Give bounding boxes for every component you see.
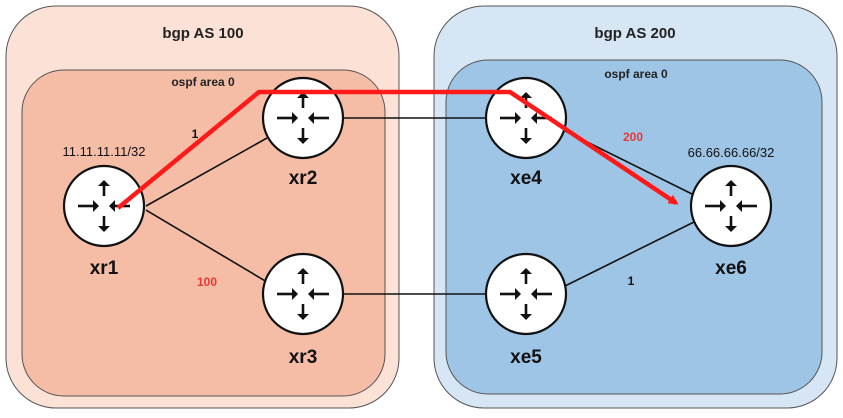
best-path-arrow (116, 89, 679, 210)
router-xr1[interactable] (62, 164, 146, 248)
router-name-xe5: xe5 (510, 347, 542, 368)
router-name-xe4: xe4 (510, 168, 542, 189)
prefix-label-xe6: 66.66.66.66/32 (688, 145, 775, 160)
router-name-xr1: xr1 (90, 258, 119, 279)
router-icon (277, 268, 329, 320)
router-icon (500, 268, 552, 320)
router-name-xr2: xr2 (289, 168, 318, 189)
as200-area-label: ospf area 0 (604, 67, 668, 81)
router-name-xe6: xe6 (715, 258, 747, 279)
router-xr2[interactable] (261, 76, 345, 160)
router-icon (277, 92, 329, 144)
link-xr1-xr3 (145, 209, 268, 283)
link-xr1-xr2 (145, 137, 268, 207)
router-xe4[interactable] (484, 76, 568, 160)
as100-area-label: ospf area 0 (171, 75, 235, 89)
router-xe6[interactable] (689, 164, 773, 248)
router-icon (705, 180, 757, 232)
prefix-label-xr1: 11.11.11.11/32 (63, 144, 146, 159)
router-xr3[interactable] (261, 252, 345, 336)
router-icon (78, 180, 130, 232)
as200-label: bgp AS 200 (594, 25, 675, 42)
cost-label-xe5-xe6: 1 (628, 274, 635, 288)
link-xe5-xe6 (562, 221, 695, 288)
cost-label-xr1-xr2: 1 (192, 127, 199, 141)
router-xe5[interactable] (484, 252, 568, 336)
as100-label: bgp AS 100 (162, 25, 243, 42)
cost-label-xr1-xr3: 100 (197, 275, 217, 289)
router-name-xr3: xr3 (289, 347, 318, 368)
router-icon (500, 92, 552, 144)
cost-label-xe4-xe6: 200 (623, 130, 643, 144)
